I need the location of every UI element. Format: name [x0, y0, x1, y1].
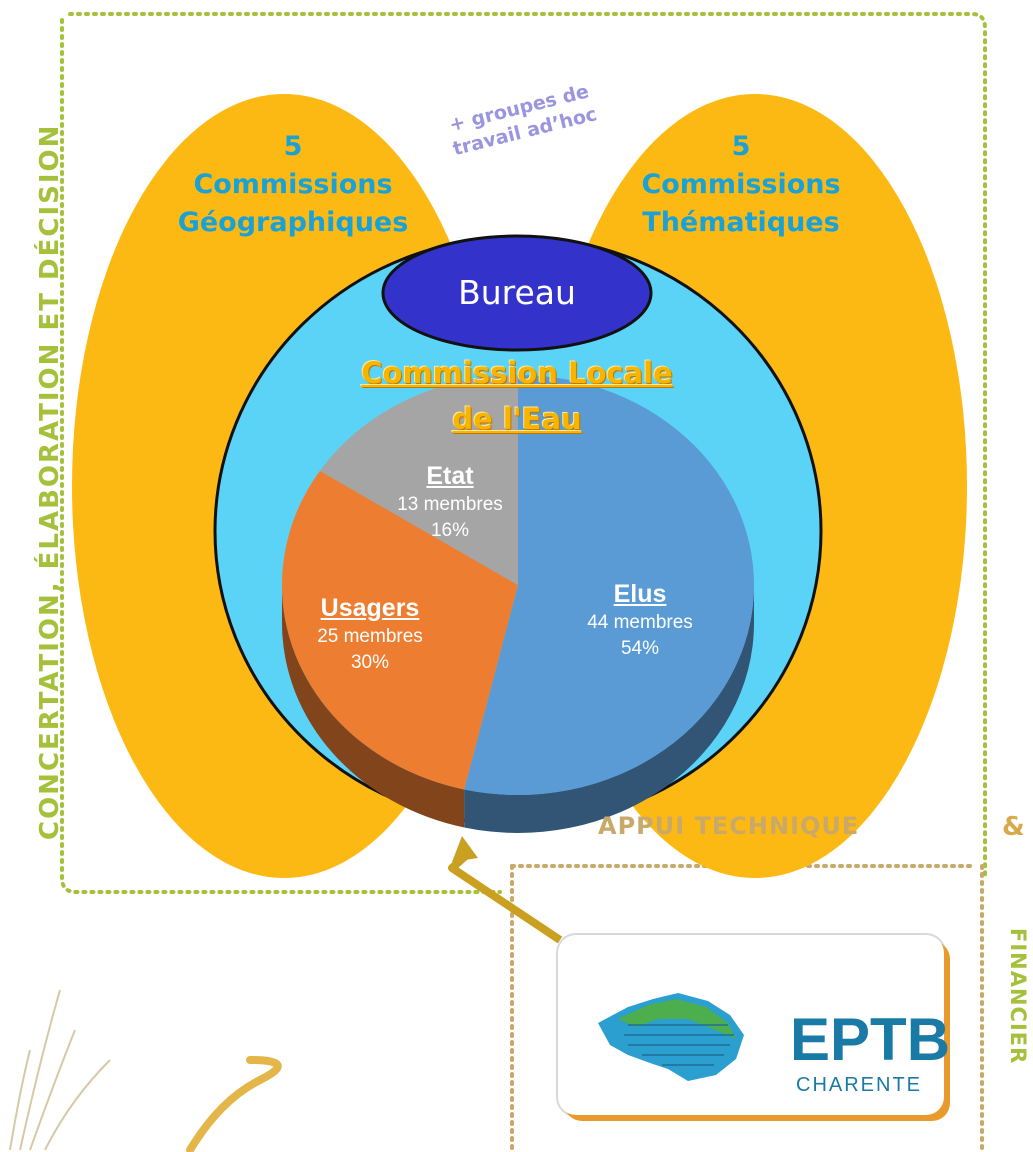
pie-label-elus: Elus 44 membres 54%: [550, 578, 730, 662]
commissions-thematiques-label: 5 Commissions Thématiques: [606, 128, 876, 242]
pie-label-elus-name: Elus: [613, 580, 667, 608]
pie-slice-etat: [319, 375, 518, 585]
eptb-logo-box: [558, 935, 944, 1115]
commissions-the-text: Commissions Thématiques: [641, 169, 841, 238]
appui-technique-label: APPUI TECHNIQUE: [598, 812, 860, 840]
pie-label-usagers-members: 25 membres: [317, 626, 423, 647]
ampersand-label: &: [1002, 812, 1025, 842]
pie-chart: [282, 375, 755, 834]
pie-side-usagers: [282, 585, 465, 828]
commissions-geo-count: 5: [283, 131, 303, 162]
pie-label-etat-percent: 16%: [430, 520, 470, 541]
grass-decoration: [9, 989, 111, 1151]
financier-label: FINANCIER: [1006, 928, 1030, 1065]
pie-label-usagers-percent: 30%: [350, 652, 390, 673]
eptb-map-icon: [598, 993, 744, 1081]
bureau-label: Bureau: [458, 273, 576, 312]
pie-label-etat: Etat 13 membres 16%: [360, 460, 540, 544]
pie-label-usagers: Usagers 25 membres 30%: [280, 592, 460, 676]
pie-label-etat-members: 13 membres: [397, 494, 503, 515]
eptb-logo-text: EPTB: [790, 1006, 951, 1073]
pie-slice-elus: [464, 375, 755, 795]
pie-label-usagers-name: Usagers: [320, 594, 420, 622]
cle-title-line1: Commission Locale: [361, 356, 673, 390]
commissions-geographiques-label: 5 Commissions Géographiques: [120, 128, 466, 242]
eptb-logo-subtitle: CHARENTE: [796, 1074, 923, 1096]
commissions-the-count: 5: [731, 131, 751, 162]
sidebar-title: CONCERTATION, ÉLABORATION ET DÉCISION: [35, 123, 65, 840]
frame-left-bottom: [60, 18, 502, 894]
commissions-geo-text: Commissions Géographiques: [177, 169, 409, 238]
pie-side-elus: [464, 585, 754, 834]
support-arrow-head: [452, 836, 478, 862]
swoosh-decoration: [186, 1056, 282, 1152]
frame-top-right: [68, 12, 987, 882]
pie-label-etat-name: Etat: [426, 462, 474, 490]
cle-title: Commission Locale de l'Eau: [310, 350, 724, 442]
cle-title-line2: de l'Eau: [452, 402, 582, 436]
pie-label-elus-percent: 54%: [620, 638, 660, 659]
bureau-ellipse: [381, 234, 653, 352]
pie-label-elus-members: 44 membres: [587, 612, 693, 633]
pie-slice-usagers: [282, 470, 518, 790]
